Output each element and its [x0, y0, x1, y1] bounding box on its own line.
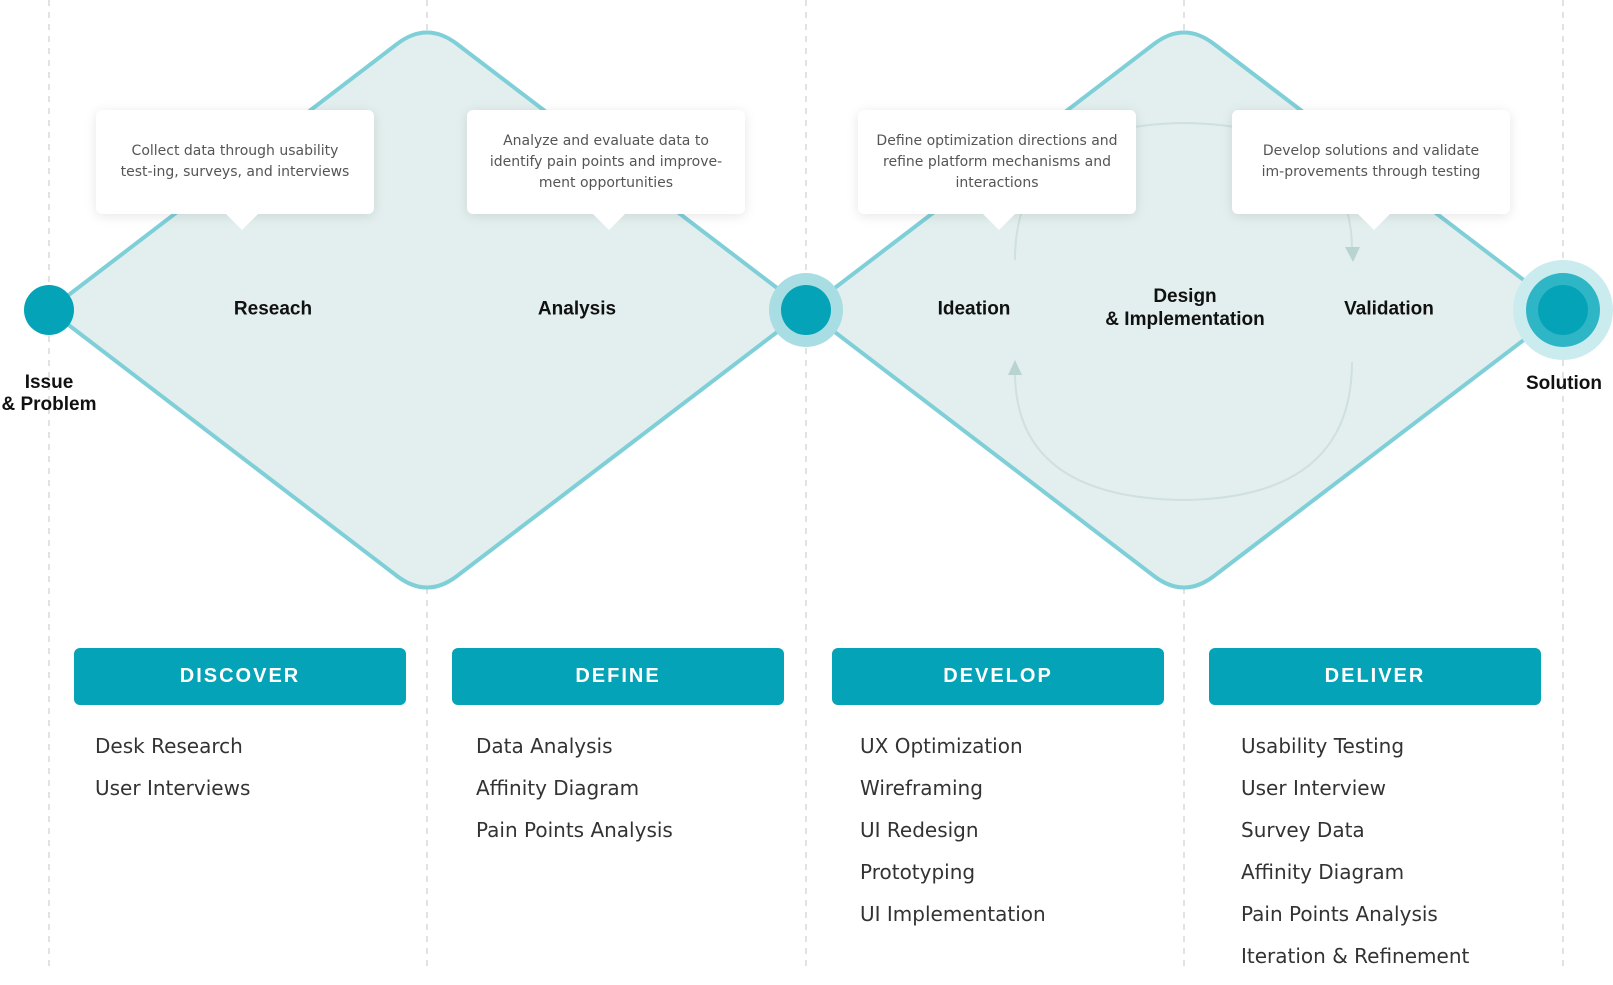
- define-methods: Data Analysis Affinity Diagram Pain Poin…: [476, 733, 673, 859]
- stage-design-implementation: Design & Implementation: [1105, 285, 1264, 331]
- stage-ideation: Ideation: [937, 298, 1011, 320]
- callout-analysis-text: Analyze and evaluate data to identify pa…: [489, 132, 723, 191]
- discover-button[interactable]: DISCOVER: [74, 648, 406, 705]
- list-item: Wireframing: [860, 776, 983, 800]
- start-node-label: Issue & Problem: [1, 372, 96, 416]
- list-item: Survey Data: [1241, 818, 1365, 842]
- callout-analysis: Analyze and evaluate data to identify pa…: [467, 110, 745, 214]
- loop-arrow-down-icon: [1345, 247, 1360, 262]
- callout-validation-text: Develop solutions and validate im-provem…: [1261, 143, 1481, 180]
- list-item: Iteration & Refinement: [1241, 944, 1470, 968]
- develop-methods: UX Optimization Wireframing UI Redesign …: [860, 733, 1046, 943]
- stage-design-line2: & Implementation: [1105, 309, 1265, 330]
- deliver-button[interactable]: DELIVER: [1209, 648, 1541, 705]
- list-item: Data Analysis: [476, 734, 613, 758]
- list-item: Affinity Diagram: [1241, 860, 1405, 884]
- list-item: User Interviews: [95, 776, 251, 800]
- callout-research: Collect data through usability test-ing,…: [96, 110, 374, 214]
- end-node-label: Solution: [1526, 373, 1602, 394]
- end-node: [1538, 285, 1588, 335]
- define-button[interactable]: DEFINE: [452, 648, 784, 705]
- list-item: User Interview: [1241, 776, 1386, 800]
- list-item: UX Optimization: [860, 734, 1023, 758]
- callout-ideation: Define optimization directions and refin…: [858, 110, 1136, 214]
- callout-ideation-text: Define optimization directions and refin…: [876, 132, 1118, 191]
- list-item: UI Redesign: [860, 818, 979, 842]
- loop-arrow-up-icon: [1008, 360, 1022, 375]
- middle-node: [781, 285, 831, 335]
- deliver-methods: Usability Testing User Interview Survey …: [1241, 733, 1469, 985]
- stage-research: Reseach: [233, 298, 313, 320]
- list-item: UI Implementation: [860, 902, 1046, 926]
- develop-button[interactable]: DEVELOP: [832, 648, 1164, 705]
- start-node-line1: Issue: [24, 372, 74, 393]
- start-node-line2: & Problem: [1, 394, 97, 415]
- discover-methods: Desk Research User Interviews: [95, 733, 250, 817]
- callout-validation: Develop solutions and validate im-provem…: [1232, 110, 1510, 214]
- start-node: [24, 285, 74, 335]
- list-item: Usability Testing: [1241, 734, 1405, 758]
- list-item: Prototyping: [860, 860, 976, 884]
- list-item: Pain Points Analysis: [1241, 902, 1438, 926]
- stage-design-line1: Design: [1153, 286, 1217, 307]
- list-item: Pain Points Analysis: [476, 818, 673, 842]
- list-item: Desk Research: [95, 734, 243, 758]
- list-item: Affinity Diagram: [476, 776, 640, 800]
- stage-validation: Validation: [1344, 298, 1434, 320]
- callout-research-text: Collect data through usability test-ing,…: [120, 143, 350, 180]
- stage-analysis: Analysis: [537, 298, 617, 320]
